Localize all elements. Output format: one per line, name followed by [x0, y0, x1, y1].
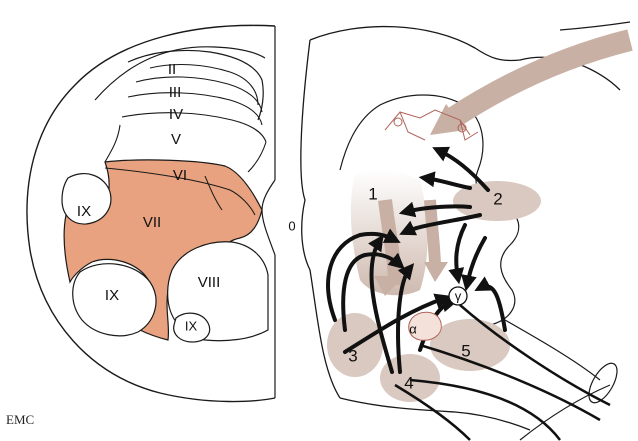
lamina-label-iii: III	[169, 84, 182, 101]
lamina-label-viii: VIII	[198, 274, 221, 291]
left-spinal-section: II III IV V VI VII VIII IX IX IX	[27, 25, 275, 401]
gamma-label: γ	[455, 288, 462, 303]
lamina-label-ix-lower: IX	[105, 287, 119, 304]
region-label-4: 4	[404, 373, 413, 392]
lamina-label-ii: II	[168, 61, 176, 78]
descending-tract-arrow	[450, 40, 630, 120]
right-spinal-section: γ α 1 2 3 4 5	[301, 22, 630, 440]
lamina-label-vi: VI	[173, 167, 187, 184]
lamina-label-v: V	[171, 131, 181, 148]
lamina-label-ix-small: IX	[185, 318, 198, 333]
lamina-label-ix-upper: IX	[77, 203, 91, 220]
alpha-label: α	[409, 321, 417, 336]
region-label-3: 3	[348, 346, 357, 365]
region-label-2: 2	[493, 189, 502, 208]
credit-label: EMC	[6, 412, 34, 427]
central-canal-label: 0	[288, 218, 295, 233]
lamina-label-iv: IV	[169, 106, 183, 123]
region-label-1: 1	[368, 184, 377, 203]
lamina-label-vii: VII	[143, 214, 161, 231]
region-label-5: 5	[461, 341, 470, 360]
